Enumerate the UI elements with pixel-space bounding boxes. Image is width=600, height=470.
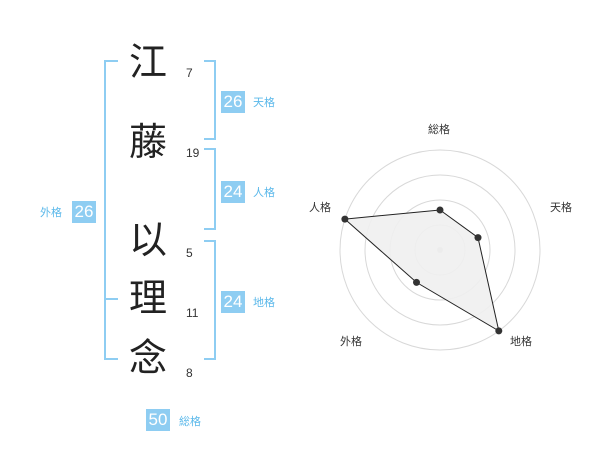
radar-points <box>341 206 503 335</box>
name-char-3: 以 <box>128 218 167 262</box>
gaikaku-score-badge: 26 <box>72 201 96 223</box>
radar-point-5 <box>341 215 349 223</box>
gaikaku-label: 外格 <box>40 206 62 219</box>
stroke-count-5: 8 <box>186 366 193 380</box>
tenkaku-bracket <box>204 60 216 140</box>
name-char-1: 江 <box>128 40 167 84</box>
radar-axis-label-soukaku: 総格 <box>428 123 450 136</box>
radar-point-4 <box>413 278 420 286</box>
name-char-2: 藤 <box>128 120 167 164</box>
radar-point-3 <box>495 327 503 335</box>
radar-axis-label-jinkaku: 人格 <box>309 201 331 214</box>
gaikaku-bracket <box>104 60 118 360</box>
radar-polygon-group <box>343 209 500 332</box>
soukaku-score-badge: 50 <box>146 409 170 431</box>
chikaku-score-badge: 24 <box>221 291 245 313</box>
radar-ring-3 <box>364 174 516 326</box>
gaikaku-bracket-middle-tick <box>104 298 118 300</box>
chikaku-bracket <box>204 240 216 360</box>
radar-axis-label-chikaku: 地格 <box>510 335 532 348</box>
radar-axis-label-tenkaku: 天格 <box>550 201 572 214</box>
radar-polygon <box>343 209 500 332</box>
name-char-5: 念 <box>128 336 167 380</box>
jinkaku-label: 人格 <box>253 186 275 199</box>
stroke-count-1: 7 <box>186 66 193 80</box>
chikaku-label: 地格 <box>253 296 275 309</box>
stroke-count-4: 11 <box>186 306 199 320</box>
radar-axis-label-gaikaku: 外格 <box>340 335 362 348</box>
stroke-count-2: 19 <box>186 146 200 160</box>
stroke-count-3: 5 <box>186 246 193 260</box>
jinkaku-score-badge: 24 <box>221 181 245 203</box>
jinkaku-bracket <box>204 148 216 230</box>
tenkaku-label: 天格 <box>253 96 275 109</box>
radar-point-1 <box>436 206 444 214</box>
soukaku-label: 総格 <box>179 415 201 428</box>
tenkaku-score-badge: 26 <box>221 91 245 113</box>
radar-ring-4 <box>339 149 541 351</box>
radar-point-2 <box>474 234 482 242</box>
name-char-4: 理 <box>128 276 167 320</box>
